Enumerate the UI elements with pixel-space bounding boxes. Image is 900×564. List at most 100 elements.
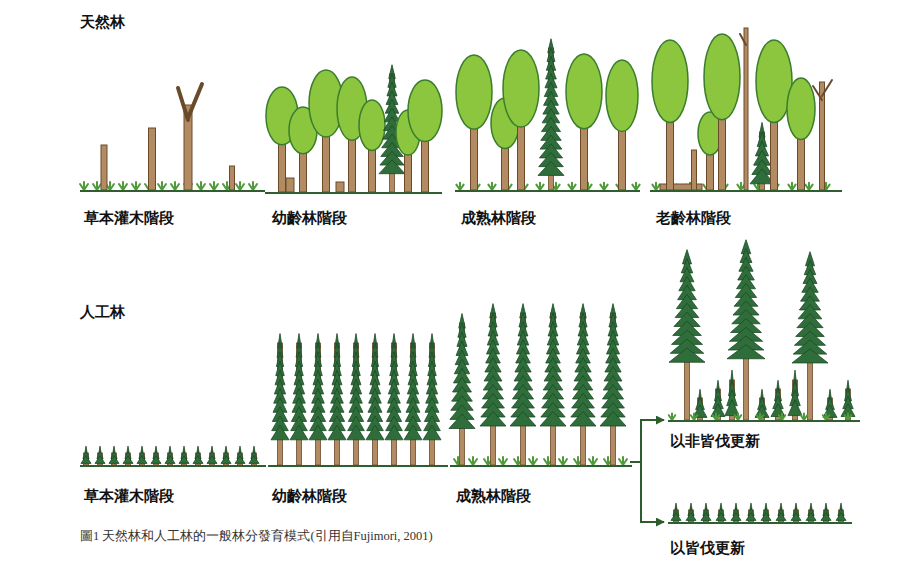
ground-line bbox=[455, 190, 640, 192]
grass-tuft bbox=[158, 182, 166, 190]
stage-label: 老齡林階段 bbox=[654, 208, 733, 228]
dead-branch bbox=[813, 86, 822, 100]
branch-arrow bbox=[630, 462, 664, 522]
grass-tuft bbox=[600, 183, 607, 190]
conifer-tier bbox=[538, 161, 564, 175]
grass-tuft bbox=[536, 183, 543, 190]
grass-tuft bbox=[619, 457, 627, 465]
stage-label: 幼齡林階段 bbox=[270, 486, 349, 506]
broadleaf-crown bbox=[408, 80, 442, 142]
broadleaf-crown bbox=[652, 40, 688, 123]
conifer-tier bbox=[788, 400, 802, 416]
conifer-tier bbox=[480, 412, 506, 426]
conifer-tier bbox=[366, 425, 384, 440]
grass-tuft bbox=[210, 182, 218, 190]
ground-line bbox=[268, 465, 448, 467]
conifer-tier bbox=[821, 513, 831, 521]
grass-tuft bbox=[499, 457, 507, 465]
conifer-tier bbox=[249, 456, 259, 464]
conifer-tier bbox=[95, 456, 105, 464]
grass-tuft bbox=[632, 183, 639, 190]
grass-tuft bbox=[652, 183, 659, 190]
broadleaf-crown bbox=[704, 34, 740, 120]
stage-label: 以皆伐更新 bbox=[668, 538, 747, 558]
grass-tuft bbox=[456, 183, 463, 190]
grass-tuft bbox=[669, 414, 675, 420]
branch-arrow bbox=[630, 420, 664, 462]
conifer-tier bbox=[423, 425, 441, 440]
ground-line bbox=[80, 465, 266, 467]
conifer-tier bbox=[725, 400, 739, 416]
broadleaf-crown bbox=[566, 54, 602, 129]
stage-panel: 成熟林階段 bbox=[450, 305, 630, 508]
ground-line bbox=[650, 190, 842, 192]
grass-tuft bbox=[80, 182, 88, 190]
ground-line bbox=[80, 190, 265, 192]
conifer-tier bbox=[693, 405, 707, 417]
broadleaf-crown bbox=[456, 55, 492, 129]
conifer-tier bbox=[792, 349, 828, 363]
grass-tuft bbox=[713, 414, 719, 420]
conifer-tier bbox=[165, 456, 175, 464]
conifer-tier bbox=[716, 513, 726, 521]
conifer-tier bbox=[671, 513, 681, 521]
forest-type-heading: 天然林 bbox=[80, 12, 125, 32]
grass-tuft bbox=[559, 457, 567, 465]
conifer-tier bbox=[731, 513, 741, 521]
conifer-tier bbox=[81, 456, 91, 464]
grass-tuft bbox=[788, 183, 795, 190]
broadleaf-crown bbox=[359, 100, 385, 151]
dead-branch bbox=[822, 80, 832, 96]
conifer-tier bbox=[271, 425, 289, 440]
conifer-tier bbox=[600, 412, 626, 426]
stage-label: 草本灌木階段 bbox=[82, 486, 176, 506]
stage-panel: 老齡林階段 bbox=[650, 30, 846, 230]
grass-tuft bbox=[823, 414, 829, 420]
dead-snag bbox=[149, 128, 156, 190]
ground-line bbox=[668, 522, 852, 524]
ground-line bbox=[265, 192, 442, 194]
grass-tuft bbox=[568, 183, 575, 190]
conifer-tier bbox=[791, 513, 801, 521]
grass-tuft bbox=[757, 414, 763, 420]
conifer-tier bbox=[123, 456, 133, 464]
conifer-tier bbox=[727, 345, 765, 359]
dead-snag bbox=[692, 150, 697, 190]
grass-tuft bbox=[119, 182, 127, 190]
conifer-tier bbox=[193, 456, 203, 464]
stage-panel: 成熟林階段 bbox=[455, 40, 645, 230]
grass-tuft bbox=[197, 182, 205, 190]
conifer-tier bbox=[510, 412, 536, 426]
dead-snag bbox=[101, 145, 107, 190]
stage-panel: 草本灌木階段 bbox=[78, 430, 268, 508]
dead-snag bbox=[286, 178, 294, 192]
grass-tuft bbox=[801, 414, 807, 420]
broadleaf-crown bbox=[787, 78, 815, 140]
conifer-tier bbox=[379, 160, 405, 174]
conifer-tier bbox=[746, 513, 756, 521]
broadleaf-crown bbox=[606, 60, 638, 132]
conifer-tier bbox=[235, 456, 245, 464]
stage-panel: 幼齡林階段 bbox=[266, 60, 446, 230]
stage-panel: 草本灌木階段 bbox=[78, 60, 268, 230]
grass-tuft bbox=[469, 457, 477, 465]
conifer-tier bbox=[179, 456, 189, 464]
dead-branch bbox=[178, 88, 188, 120]
conifer-tier bbox=[540, 412, 566, 426]
conifer-tier bbox=[449, 414, 475, 429]
ground-line bbox=[668, 420, 860, 422]
dead-snag bbox=[336, 182, 344, 192]
conifer-tier bbox=[686, 513, 696, 521]
conifer-tier bbox=[109, 456, 119, 464]
stage-panel: 以皆伐更新 bbox=[664, 492, 862, 560]
conifer-tier bbox=[761, 513, 771, 521]
broadleaf-crown bbox=[503, 50, 539, 127]
dead-branch bbox=[740, 34, 746, 45]
grass-tuft bbox=[249, 182, 257, 190]
grass-tuft bbox=[845, 414, 851, 420]
conifer-tier bbox=[806, 513, 816, 521]
stage-label: 成熟林階段 bbox=[459, 208, 538, 228]
grass-tuft bbox=[93, 182, 101, 190]
conifer-tier bbox=[404, 425, 422, 440]
